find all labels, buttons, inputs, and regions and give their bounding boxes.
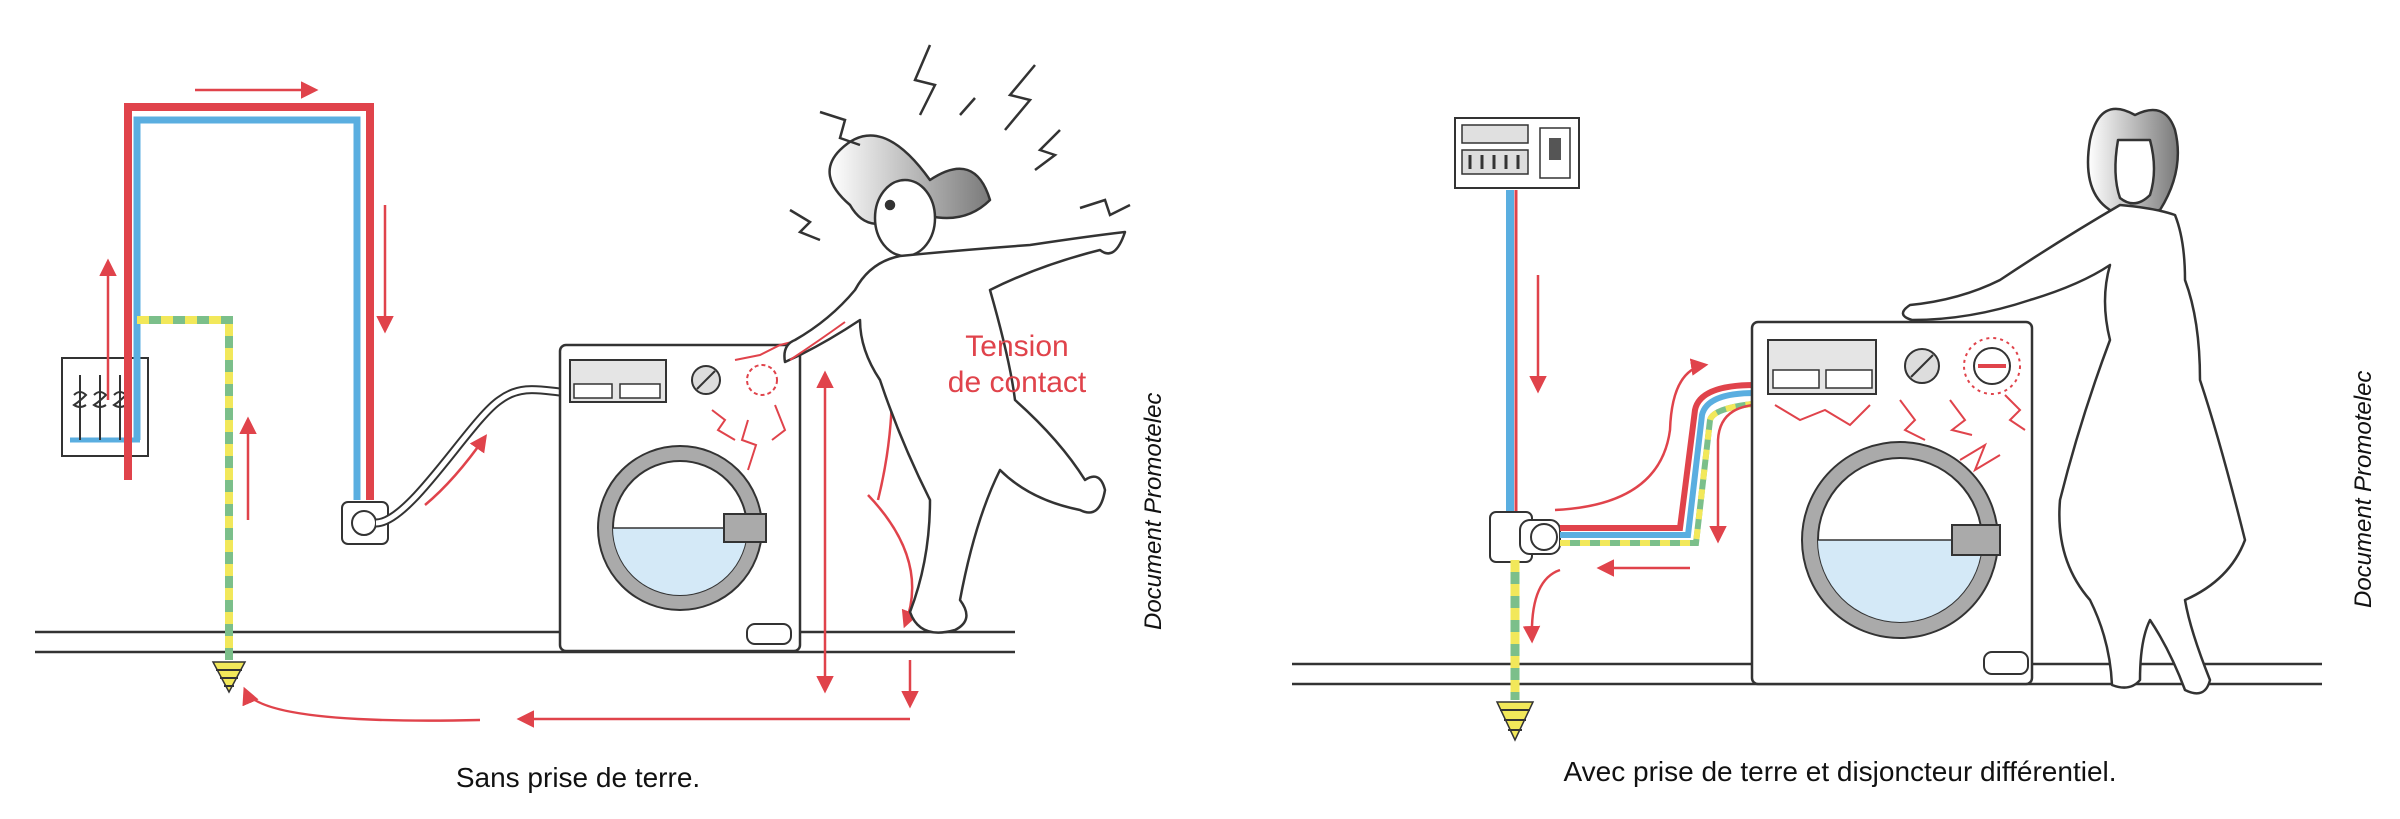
- washing-machine: [1750, 320, 2034, 686]
- document-credit-left: Document Promotelec: [1140, 392, 1167, 630]
- wall-socket: [1489, 511, 1561, 563]
- panel-without-earth: Tension de contact: [35, 44, 1131, 728]
- caption-without-earth: Sans prise de terre.: [455, 762, 701, 793]
- contact-voltage-label-line1: Tension: [965, 330, 1068, 363]
- contact-voltage-label-line2: de contact: [948, 366, 1087, 399]
- body-current-path: [789, 321, 846, 361]
- standing-person: [1901, 107, 2247, 695]
- earth-wire: [137, 316, 233, 660]
- washing-machine: [558, 343, 802, 653]
- caption-with-earth: Avec prise de terre et disjoncteur diffé…: [1563, 756, 2117, 787]
- neutral-wire: [133, 116, 361, 500]
- earth-electrode: [211, 661, 247, 694]
- current-arrows: [1522, 275, 1776, 644]
- panel-with-earth: [1292, 107, 2322, 742]
- phase-wire: [124, 103, 374, 500]
- wall-socket: [341, 385, 561, 545]
- floor-line: [35, 630, 1015, 654]
- distribution-board: [1454, 117, 1580, 189]
- electric-sparks: [1774, 337, 2026, 473]
- shock-lines: [789, 44, 1131, 242]
- shocked-person: [783, 134, 1127, 634]
- document-credit-right: Document Promotelec: [2350, 370, 2377, 608]
- earth-electrode: [1495, 701, 1535, 742]
